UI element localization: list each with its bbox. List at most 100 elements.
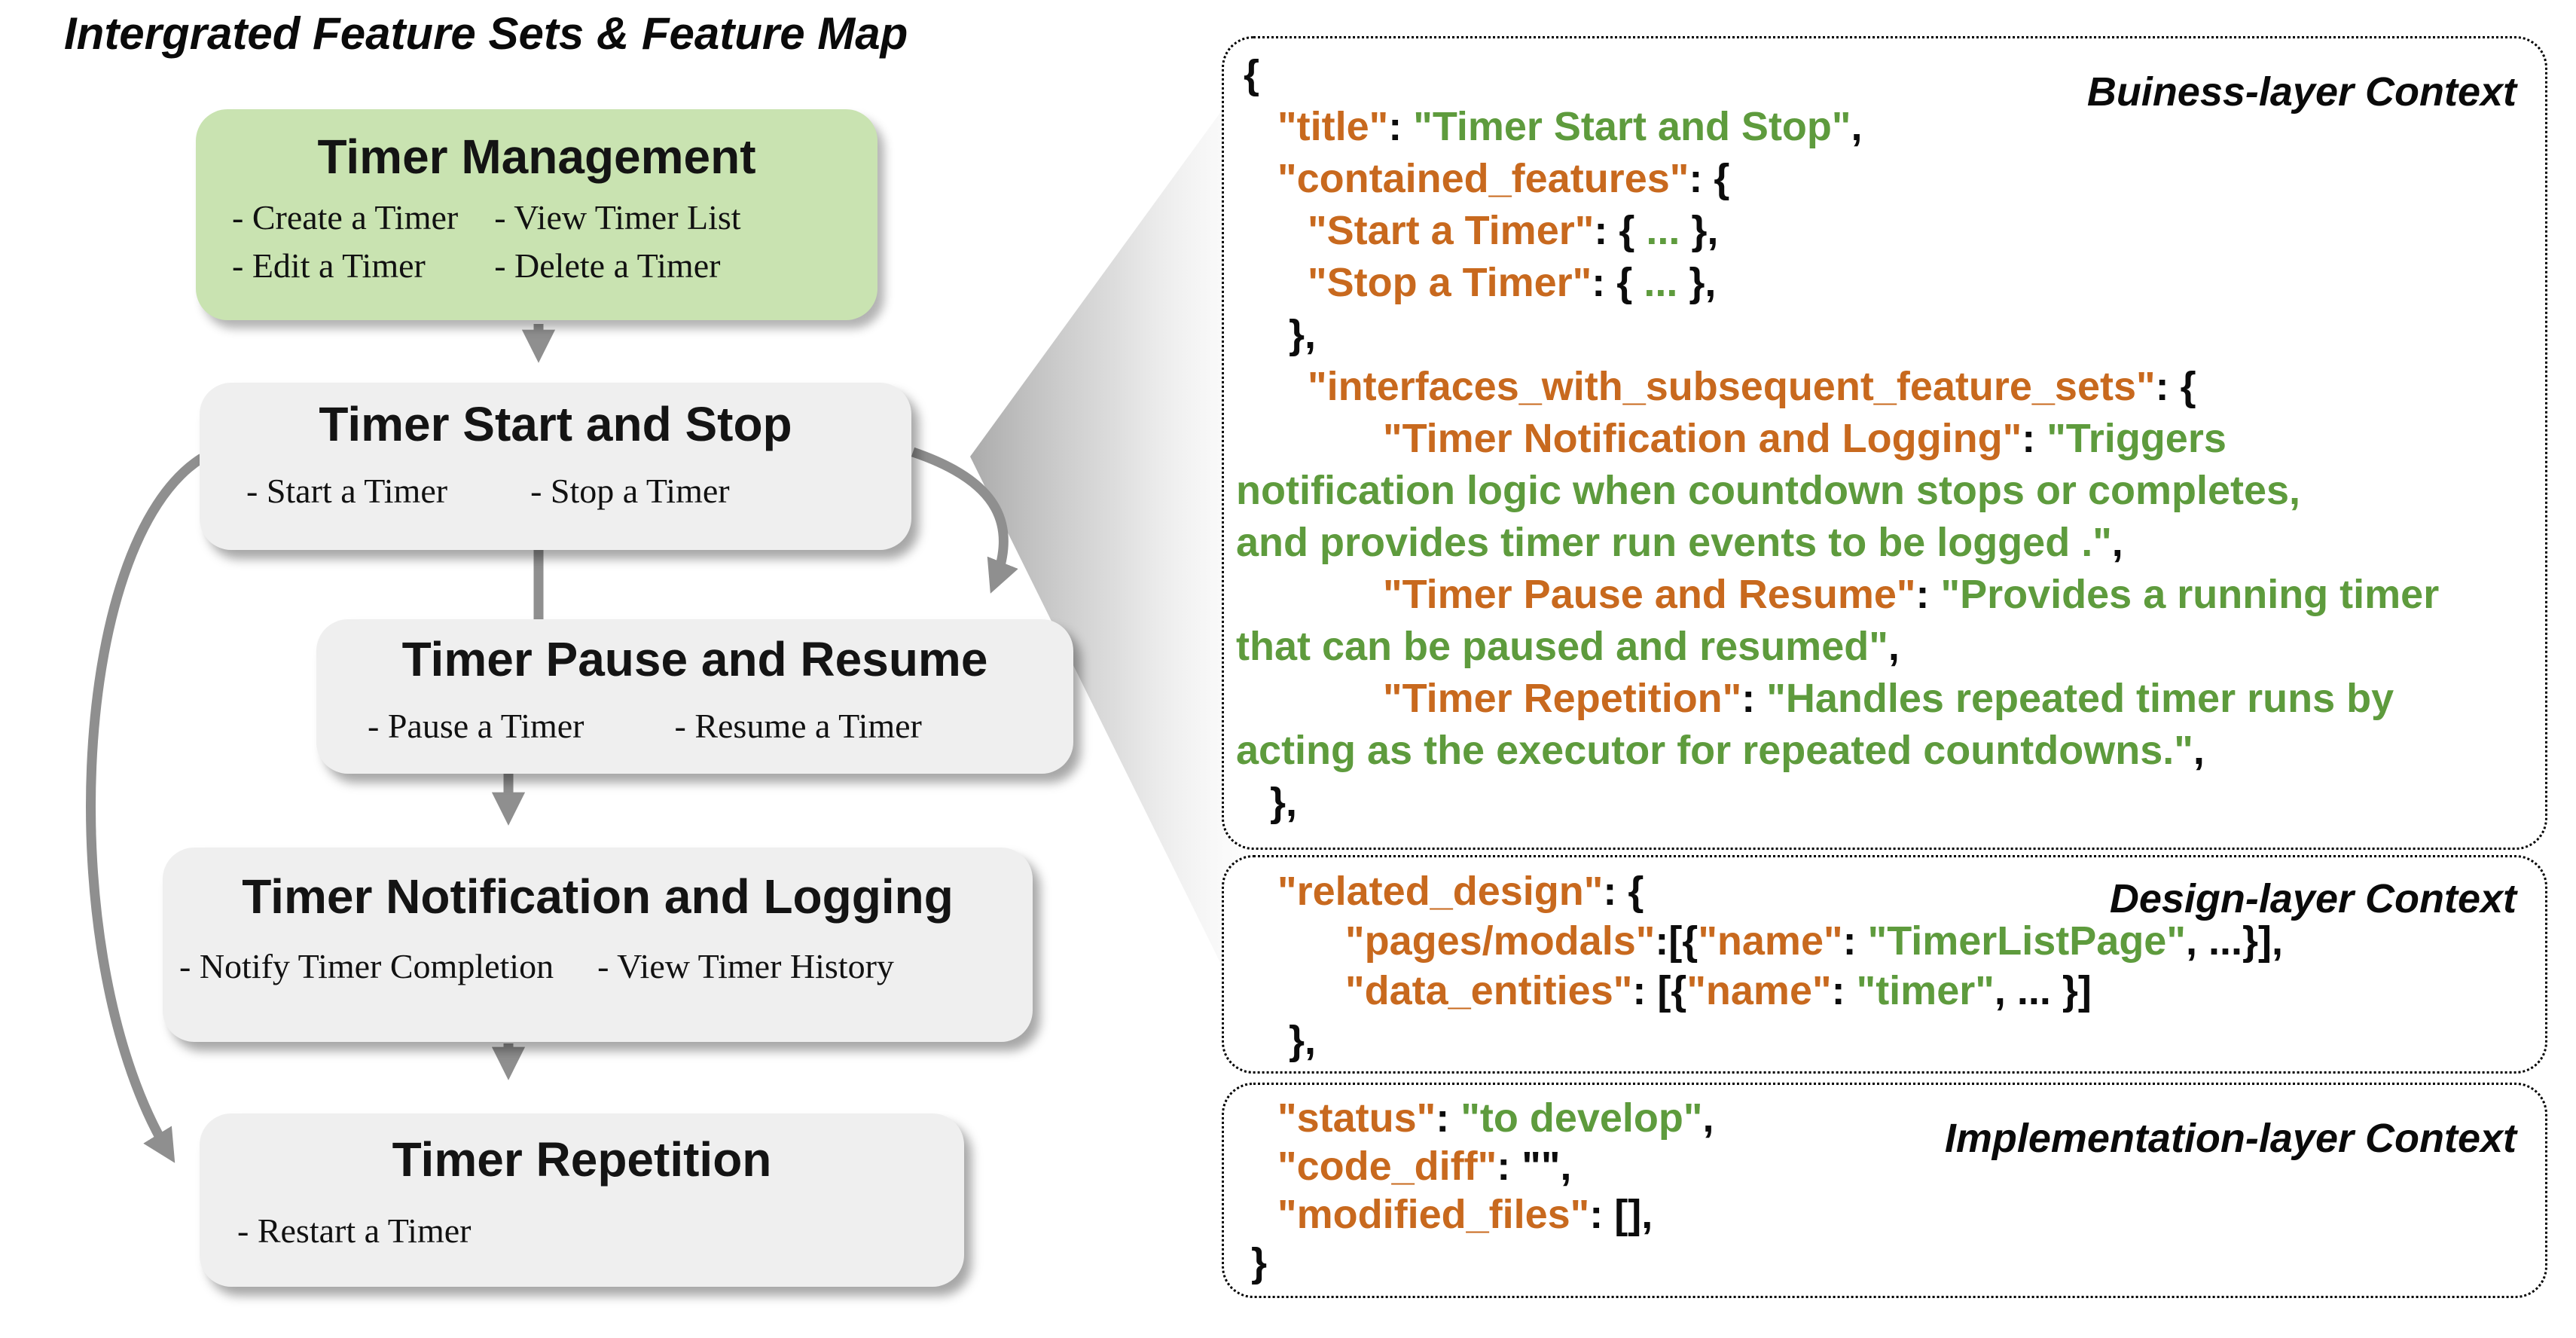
code-token-punct: , (2111, 520, 2123, 565)
code-token-punct: }, (1677, 260, 1717, 305)
code-token-key: "title" (1277, 104, 1389, 149)
code-token-punct: : (1388, 104, 1414, 149)
code-token-punct: : (1436, 1095, 1461, 1141)
flow-box-timer-repetition: Timer Repetition - Restart a Timer (200, 1113, 964, 1287)
figure-title: Intergrated Feature Sets & Feature Map (64, 8, 908, 59)
code-token-key: "Timer Repetition" (1383, 676, 1742, 721)
code-token-punct: : (1842, 918, 1868, 964)
code-token-punct: , (1702, 1095, 1714, 1141)
code-token-key: "pages/modals" (1345, 918, 1656, 964)
code-token-key: "data_entities" (1345, 968, 1633, 1013)
code-token-punct: : { (1592, 260, 1644, 305)
code-token-value: notification logic when countdown stops … (1236, 468, 2301, 513)
code-token-value: that can be paused and resumed" (1236, 624, 1888, 669)
code-line: { (1236, 49, 2530, 101)
flow-box-title: Timer Notification and Logging (242, 869, 954, 924)
implementation-layer-context-panel: Implementation-layer Context "status": "… (1222, 1083, 2547, 1298)
code-token-punct: } (1251, 1240, 1268, 1285)
code-line: }, (1236, 1016, 2530, 1065)
feature-bullet: - Create a Timer (232, 198, 459, 237)
feature-bullet: - Restart a Timer (237, 1211, 472, 1250)
code-line: acting as the executor for repeated coun… (1236, 725, 2530, 777)
code-token-value: "Timer Start and Stop" (1413, 104, 1851, 149)
panel-label: Implementation-layer Context (1944, 1116, 2516, 1161)
code-token-value: ... (1646, 208, 1680, 253)
code-line: "related_design": { (1236, 866, 2530, 916)
code-token-punct: : [{ (1632, 968, 1687, 1013)
code-line: "code_diff": "", (1236, 1142, 2530, 1190)
flow-box-bullets: - Restart a Timer (237, 1210, 964, 1252)
code-token-punct: }, (1680, 208, 1719, 253)
code-token-value: "Handles repeated timer runs by (1766, 676, 2394, 721)
feature-bullet: - Resume a Timer (674, 707, 922, 745)
code-line: "modified_files": [], (1236, 1190, 2530, 1239)
code-line: "pages/modals":[{"name": "TimerListPage"… (1236, 916, 2530, 966)
curved-arrow-box2-box5 (86, 454, 205, 1163)
code-token-punct: }, (1289, 312, 1317, 357)
code-token-punct: }, (1270, 780, 1298, 825)
panel-label: Buiness-layer Context (2086, 69, 2516, 115)
code-token-punct: , (2193, 728, 2205, 773)
code-token-punct: : (1915, 572, 1941, 617)
code-line: and provides timer run events to be logg… (1236, 517, 2530, 569)
code-token-key: "modified_files" (1277, 1192, 1590, 1237)
flow-box-title: Timer Repetition (392, 1132, 772, 1187)
code-line: "title": "Timer Start and Stop", (1236, 101, 2530, 153)
code-token-key: "code_diff" (1277, 1144, 1497, 1189)
feature-bullet: - Delete a Timer (494, 246, 721, 285)
code-token-punct: : { (1594, 208, 1647, 253)
design-layer-context-panel: Design-layer Context "related_design": {… (1222, 855, 2547, 1074)
flow-box-timer-start-and-stop: Timer Start and Stop - Start a Timer - S… (200, 383, 911, 550)
zoom-wedge (970, 9, 1296, 1115)
feature-bullet: - Pause a Timer (368, 707, 584, 745)
code-token-key: "Timer Notification and Logging" (1383, 416, 2022, 461)
flow-box-bullets: - Start a Timer - Stop a Timer (246, 470, 911, 512)
code-token-punct: , (1888, 624, 1900, 669)
code-token-key: "Start a Timer" (1308, 208, 1595, 253)
code-token-key: "Stop a Timer" (1308, 260, 1592, 305)
flow-box-title: Timer Pause and Resume (401, 632, 988, 686)
code-line: "Stop a Timer": { ... }, (1236, 257, 2530, 309)
flow-box-bullets: - Pause a Timer - Resume a Timer (368, 705, 1073, 747)
code-token-key: "status" (1277, 1095, 1436, 1141)
flow-box-bullets: - Create a Timer - View Timer List - Edi… (232, 197, 877, 287)
code-token-key: "name" (1686, 968, 1832, 1013)
flow-box-title: Timer Start and Stop (319, 397, 792, 451)
feature-bullet: - Stop a Timer (530, 472, 730, 510)
code-line: "Timer Repetition": "Handles repeated ti… (1236, 673, 2530, 725)
code-token-punct: : [], (1589, 1192, 1653, 1237)
code-token-value: "TimerListPage" (1867, 918, 2186, 964)
panel-label: Design-layer Context (2109, 876, 2516, 921)
code-token-punct: { (1244, 52, 1260, 97)
code-line: } (1236, 1239, 2530, 1287)
code-token-value: acting as the executor for repeated coun… (1236, 728, 2193, 773)
feature-bullet: - Edit a Timer (232, 246, 426, 285)
code-line: that can be paused and resumed", (1236, 621, 2530, 673)
code-token-value: ... (1644, 260, 1678, 305)
code-token-value: and provides timer run events to be logg… (1236, 520, 2112, 565)
code-token-punct: : (1831, 968, 1857, 1013)
code-token-key: "interfaces_with_subsequent_feature_sets… (1308, 364, 2156, 409)
feature-bullet: - Notify Timer Completion (179, 947, 554, 985)
code-line: "contained_features": { (1236, 153, 2530, 205)
code-line: }, (1236, 777, 2530, 829)
flow-box-timer-pause-and-resume: Timer Pause and Resume - Pause a Timer -… (316, 619, 1073, 774)
code-line: "interfaces_with_subsequent_feature_sets… (1236, 361, 2530, 413)
code-token-punct: : "", (1497, 1144, 1572, 1189)
flow-box-bullets: - Notify Timer Completion - View Timer H… (179, 945, 1033, 988)
feature-bullet: - Start a Timer (246, 472, 448, 510)
code-line: "Timer Notification and Logging": "Trigg… (1236, 413, 2530, 465)
feature-bullet: - View Timer List (494, 198, 741, 237)
code-token-punct: , ...}], (2185, 918, 2283, 964)
business-layer-context-panel: Buiness-layer Context {"title": "Timer S… (1222, 36, 2547, 850)
code-token-value: "to develop" (1460, 1095, 1703, 1141)
code-line: "Timer Pause and Resume": "Provides a ru… (1236, 569, 2530, 621)
code-token-key: "name" (1698, 918, 1843, 964)
code-token-punct: : { (1689, 156, 1730, 201)
code-line: notification logic when countdown stops … (1236, 465, 2530, 517)
curved-arrow-box2-box3 (911, 447, 1018, 594)
code-token-punct: , ... }] (1994, 968, 2092, 1013)
code-token-key: "Timer Pause and Resume" (1383, 572, 1916, 617)
code-token-punct: : { (2155, 364, 2196, 409)
